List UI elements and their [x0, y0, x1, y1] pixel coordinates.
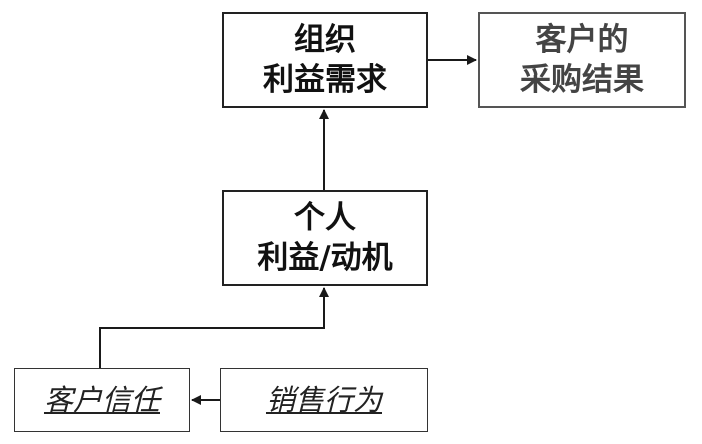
node-customer-trust: 客户信任	[14, 368, 190, 432]
edge-trust-to-personal	[99, 287, 329, 368]
node-sales-behavior-label: 销售行为	[265, 383, 382, 417]
node-org-needs-line1: 组织	[294, 22, 356, 58]
node-purchase-result: 客户的 采购结果	[478, 12, 686, 108]
node-personal-motive-line1: 个人	[294, 200, 356, 236]
node-purchase-result-line2: 采购结果	[520, 62, 644, 98]
node-personal-motive: 个人 利益/动机	[222, 190, 428, 286]
node-org-needs-line2: 利益需求	[263, 62, 387, 98]
node-sales-behavior: 销售行为	[220, 368, 428, 432]
node-purchase-result-line1: 客户的	[535, 22, 629, 58]
node-personal-motive-line2: 利益/动机	[257, 240, 393, 276]
node-org-needs: 组织 利益需求	[222, 12, 428, 108]
node-customer-trust-label: 客户信任	[43, 383, 160, 417]
